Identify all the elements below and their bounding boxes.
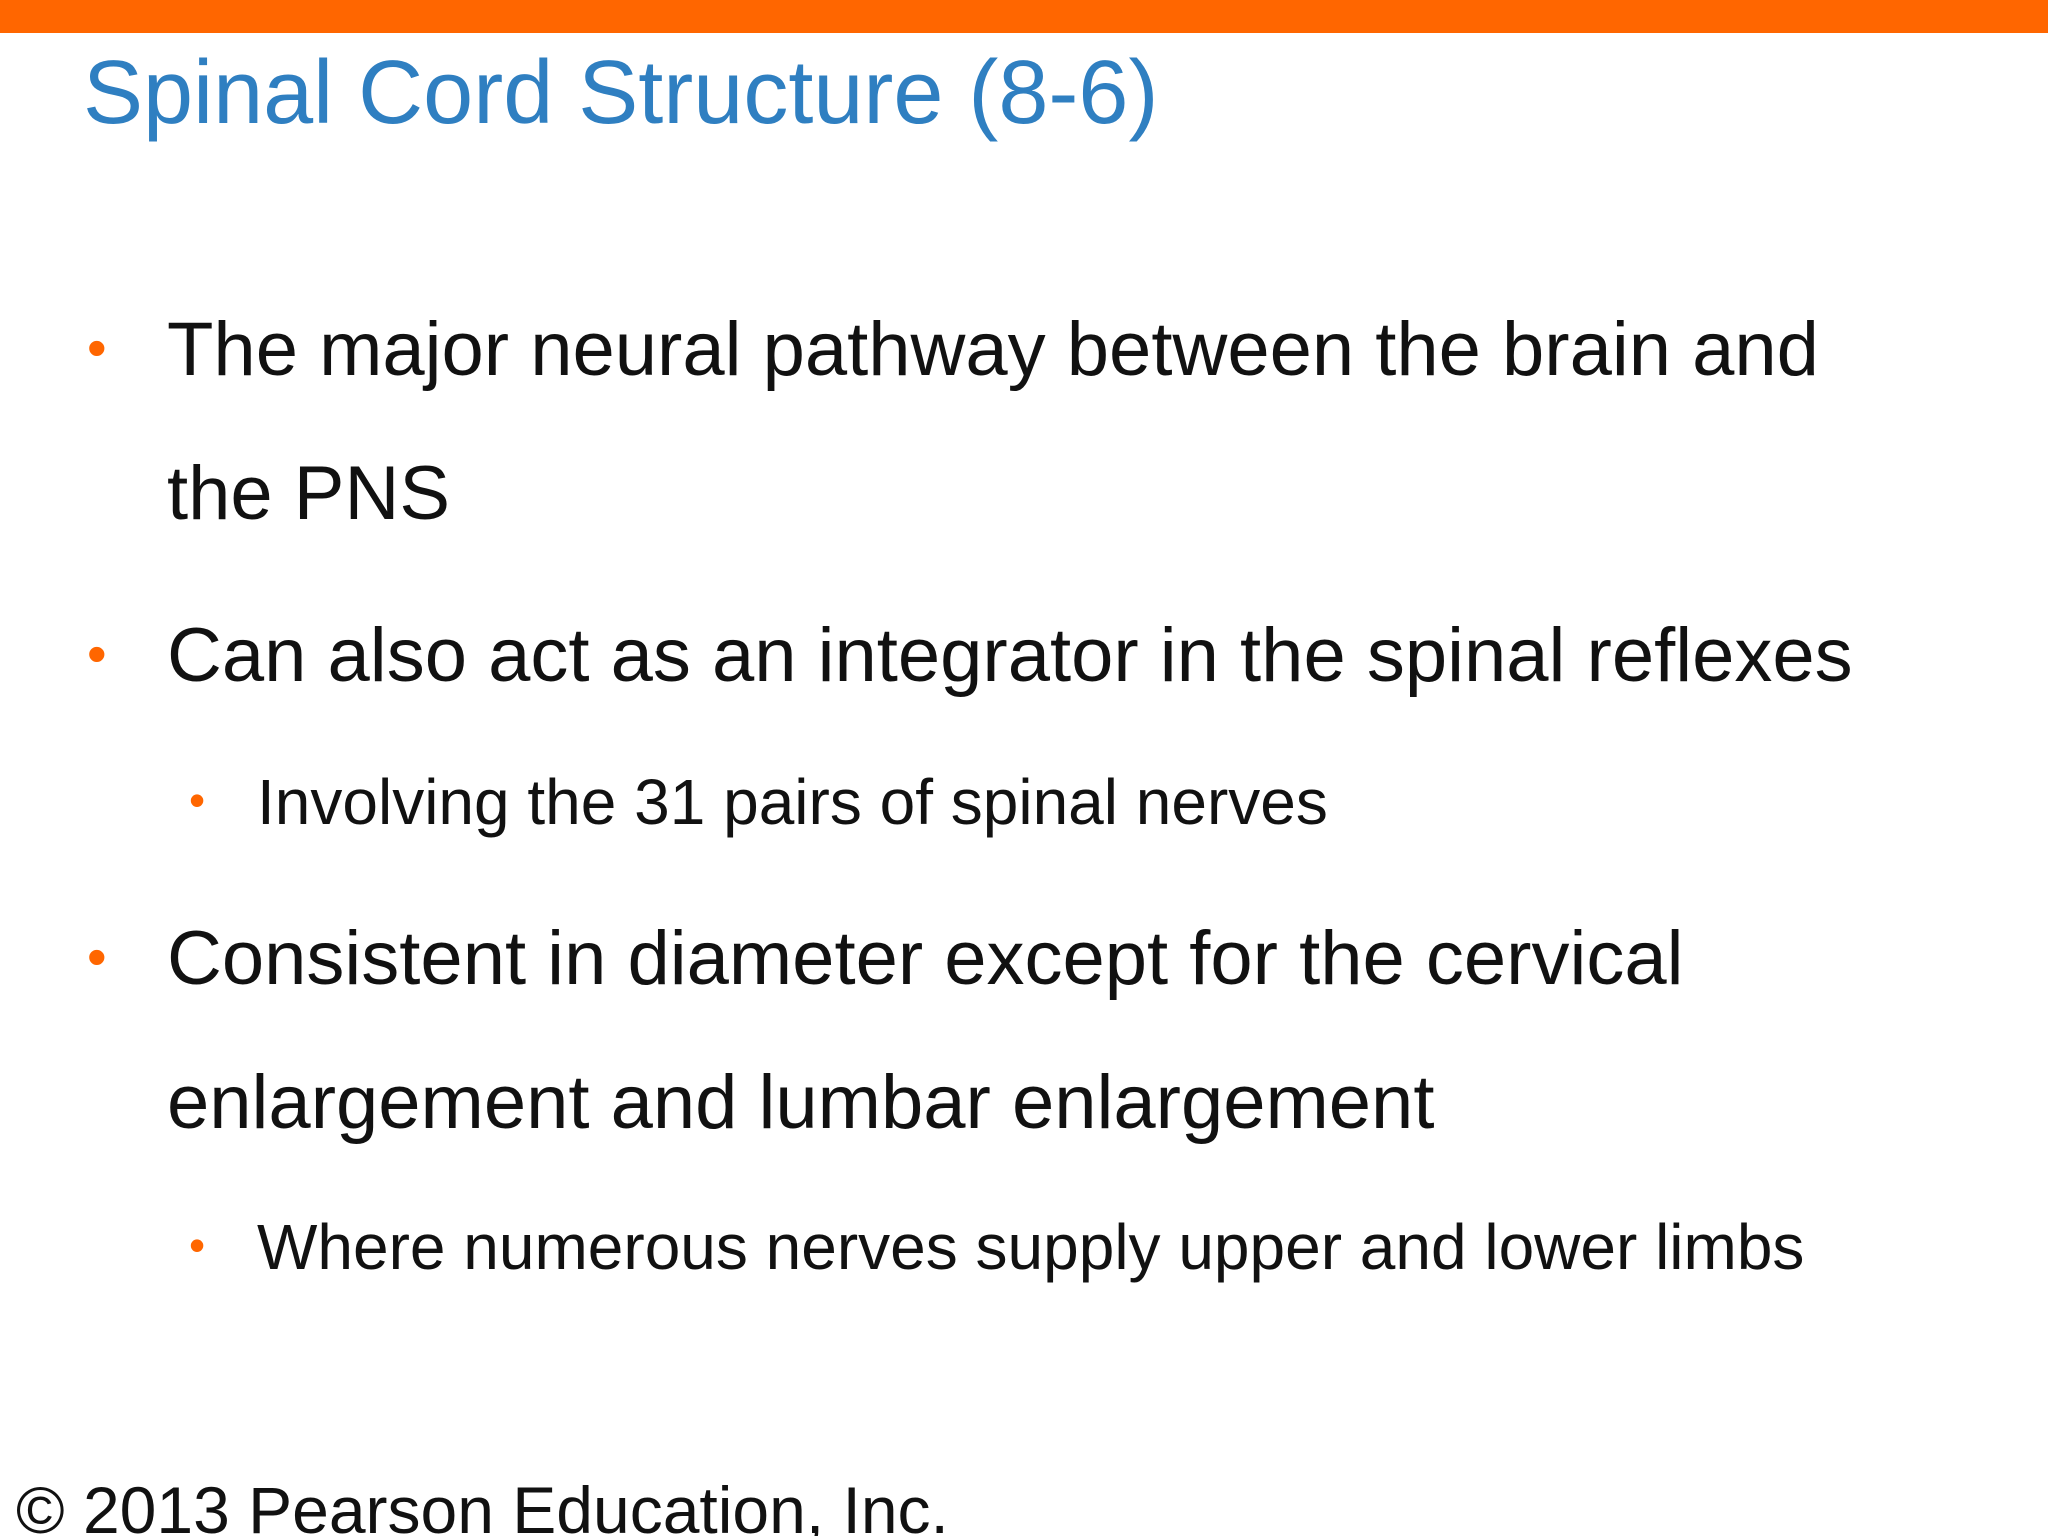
bullet-text-line: Can also act as an integrator in the spi… (167, 613, 1853, 698)
slide-title: Spinal Cord Structure (8-6) (83, 43, 1159, 143)
bullet-text-line: Consistent in diameter except for the ce… (167, 916, 1684, 1001)
bullet-text-line: The major neural pathway between the bra… (167, 307, 1819, 392)
bullet-text-line: the PNS (167, 451, 451, 536)
sub-bullet-item: • Where numerous nerves supply upper and… (189, 1197, 1805, 1297)
bullet-text-line: Where numerous nerves supply upper and l… (257, 1211, 1805, 1283)
bullet-marker-icon: • (87, 622, 107, 685)
bullet-item: • The major neural pathway between the b… (87, 278, 1819, 566)
copyright-notice: © 2013 Pearson Education, Inc. (16, 1473, 949, 1536)
bullet-item: • Consistent in diameter except for the … (87, 887, 1684, 1175)
bullet-item: • Can also act as an integrator in the s… (87, 584, 1853, 728)
accent-bar (0, 0, 2048, 33)
bullet-marker-icon: • (189, 774, 206, 826)
bullet-text-line: Involving the 31 pairs of spinal nerves (257, 766, 1328, 838)
bullet-marker-icon: • (87, 925, 107, 988)
bullet-marker-icon: • (189, 1219, 206, 1271)
sub-bullet-item: • Involving the 31 pairs of spinal nerve… (189, 752, 1328, 852)
bullet-marker-icon: • (87, 316, 107, 379)
bullet-text-line: enlargement and lumbar enlargement (167, 1060, 1435, 1145)
